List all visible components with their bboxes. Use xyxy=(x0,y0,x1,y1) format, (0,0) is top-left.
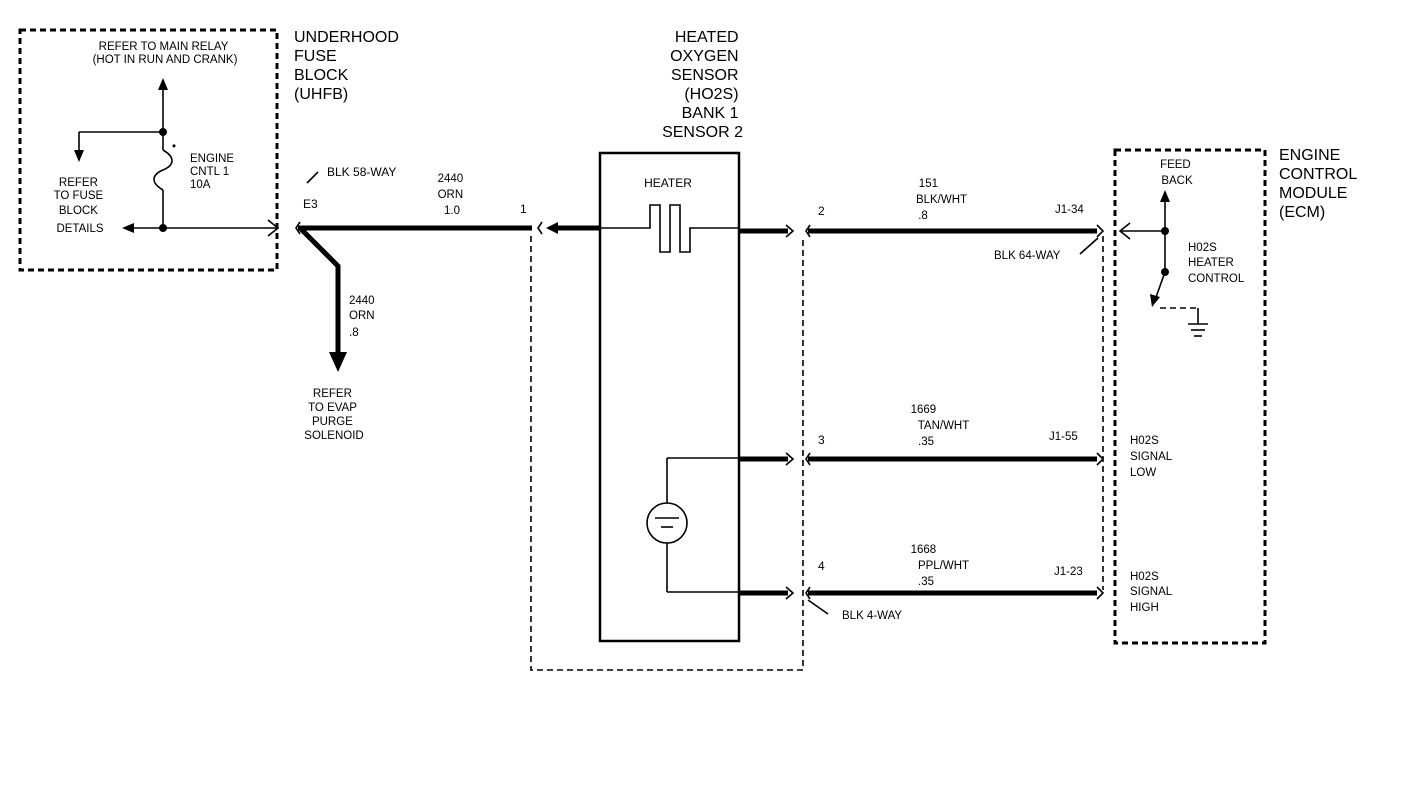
connector-58-pin: E3 xyxy=(303,197,318,211)
sensor-pin2-female xyxy=(785,224,795,238)
connector-64-leader xyxy=(1079,237,1099,255)
sensor-pin3-female xyxy=(785,452,795,466)
ecm-pin-j1-55: J1-55 xyxy=(1049,431,1078,443)
heater-control-label: H02S HEATER CONTROL xyxy=(1188,242,1245,285)
sensor-title: HEATED OXYGEN SENSOR (HO2S) BANK 1 SENSO… xyxy=(662,29,743,141)
uhfb-connector-female xyxy=(267,219,280,237)
evap-solenoid-label: REFER TO EVAP PURGE SOLENOID xyxy=(304,388,363,442)
sensor-connector-dashed-housing xyxy=(530,236,804,671)
main-relay-label: REFER TO MAIN RELAY (HOT IN RUN AND CRAN… xyxy=(93,41,238,66)
connector-58-male xyxy=(295,221,301,235)
heater-control-switch xyxy=(1154,271,1166,301)
relay-up-arrow xyxy=(158,78,168,90)
ecm-splice-dot xyxy=(1161,227,1169,235)
ecm-pin-j1-23: J1-23 xyxy=(1054,566,1083,578)
sensor-body xyxy=(598,151,741,643)
wire-151-male xyxy=(805,224,811,238)
uhfb-title: UNDERHOOD FUSE BLOCK (UHFB) xyxy=(294,29,403,103)
wire-1668-male xyxy=(805,586,811,600)
fuse-symbol xyxy=(153,149,173,191)
ecm-pin-j1-34: J1-34 xyxy=(1055,204,1084,216)
wire-2440-branch-label: 2440 ORN .8 xyxy=(349,295,378,339)
wire-1669-male xyxy=(805,452,811,466)
fuse-block-details-label: REFER TO FUSE BLOCK DETAILS xyxy=(54,177,107,235)
connector-64-label: BLK 64-WAY xyxy=(994,250,1061,262)
wire-151-label: 151 BLK/WHT .8 xyxy=(916,178,970,222)
connector-sensor-pin1-female xyxy=(537,221,543,235)
connector-58-label: BLK 58-WAY xyxy=(327,165,396,179)
switch-arrow xyxy=(1150,294,1160,307)
ecm-title: ENGINE CONTROL MODULE (ECM) xyxy=(1279,147,1361,221)
ecm-pin-j1-34-male xyxy=(1096,224,1105,238)
wire-1668-label: 1668 PPL/WHT .35 xyxy=(911,544,972,588)
wire-1669-label: 1669 TAN/WHT .35 xyxy=(911,404,973,448)
fuse-detail-down-arrow xyxy=(74,150,84,162)
evap-down-arrow xyxy=(329,352,347,372)
uhfb-dashed-box xyxy=(18,28,279,272)
ecm-pin-j1-23-male xyxy=(1096,586,1105,600)
connector-58-leader xyxy=(306,171,319,184)
sensor-pin-2: 2 xyxy=(818,204,825,218)
feedback-label: FEED BACK xyxy=(1160,159,1194,187)
connector-4-leader xyxy=(807,599,829,615)
ecm-dashed-box xyxy=(1113,148,1267,645)
sensor-pin-1: 1 xyxy=(520,202,527,216)
wire-2440-orn-branch xyxy=(298,226,341,355)
fuse-label: ENGINE CNTL 1 10A xyxy=(190,153,237,191)
sensor-pin-3: 3 xyxy=(818,433,825,447)
heater-label: HEATER xyxy=(644,176,692,190)
connector-4-label: BLK 4-WAY xyxy=(842,610,902,622)
fuse-details-left-arrow xyxy=(122,223,134,233)
heater-element-symbol xyxy=(600,204,739,253)
feedback-up-arrow xyxy=(1160,190,1170,202)
sensor-pin-4: 4 xyxy=(818,559,825,573)
signal-low-label: H02S SIGNAL LOW xyxy=(1130,435,1175,479)
sensor-pin4-female xyxy=(785,586,795,600)
ecm-pin-j1-55-male xyxy=(1096,452,1105,466)
sensor-pin1-arrow xyxy=(546,222,558,234)
fuse-dot-mark: • xyxy=(172,141,176,153)
wire-2440-label: 2440 ORN 1.0 xyxy=(438,173,467,217)
signal-high-label: H02S SIGNAL HIGH xyxy=(1130,571,1175,614)
oxygen-cell-symbol xyxy=(646,502,688,544)
ecm-input-arrow xyxy=(1118,222,1131,240)
